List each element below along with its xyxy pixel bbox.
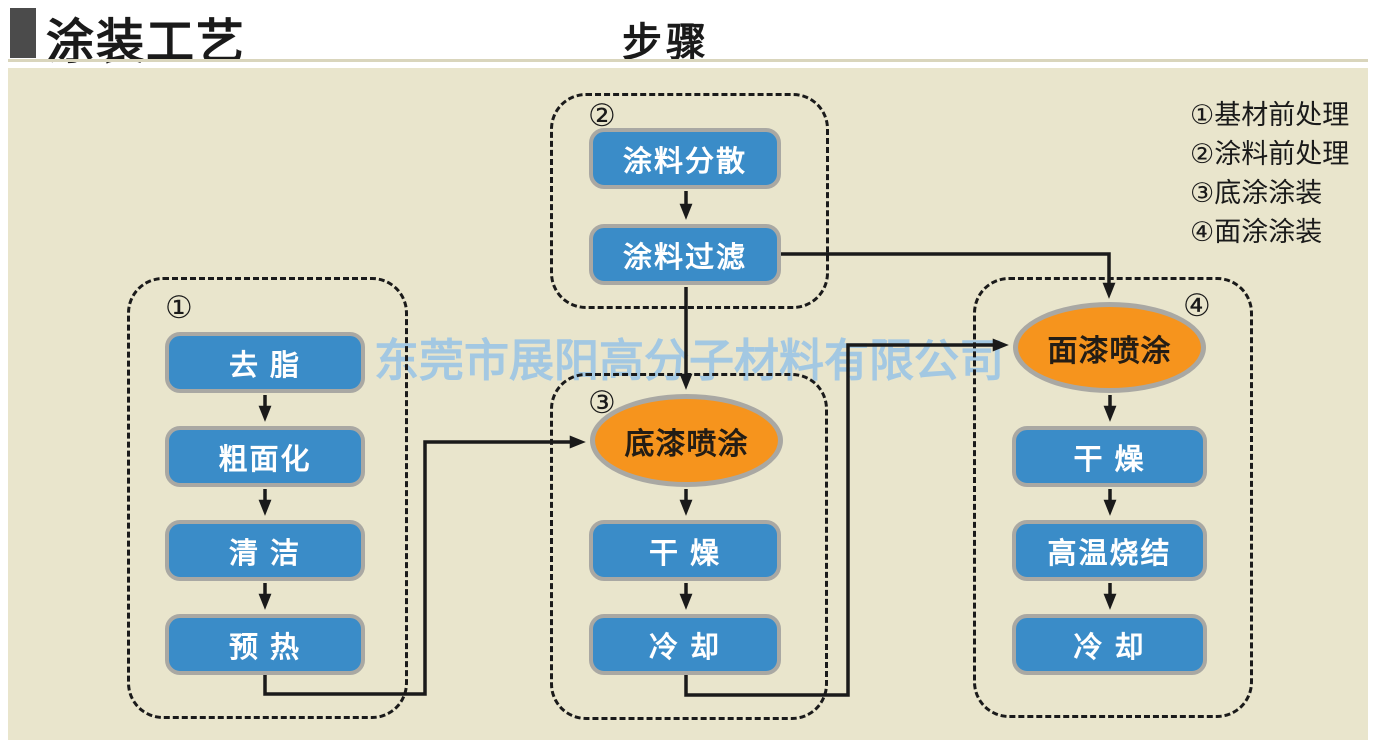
group-1-number: ① — [165, 290, 193, 325]
step-dry-g3: 干 燥 — [589, 520, 781, 581]
step-degrease: 去 脂 — [165, 332, 365, 393]
legend-item-paint-pretreatment: ②涂料前处理 — [1190, 139, 1350, 169]
step-high-temp-sinter: 高温烧结 — [1012, 520, 1207, 581]
group-4-topcoat-coating — [973, 277, 1253, 718]
legend-item-substrate-pretreatment: ①基材前处理 — [1190, 100, 1350, 130]
step-paint-filter: 涂料过滤 — [589, 224, 781, 285]
group-3-number: ③ — [588, 385, 616, 420]
title-accent-bar — [10, 8, 36, 58]
legend: ①基材前处理 ②涂料前处理 ③底涂涂装 ④面涂涂装 — [1190, 96, 1349, 252]
group-4-number: ④ — [1183, 288, 1211, 323]
step-paint-disperse: 涂料分散 — [589, 128, 781, 189]
step-cool-g3: 冷 却 — [589, 614, 781, 675]
group-1-substrate-pretreatment — [127, 277, 408, 719]
step-dry-g4: 干 燥 — [1012, 426, 1207, 487]
connector-cool-to-topcoat — [684, 338, 1009, 697]
legend-item-primer-coating: ③底涂涂装 — [1190, 178, 1323, 208]
group-2-number: ② — [588, 98, 616, 133]
step-roughen: 粗面化 — [165, 426, 365, 487]
connector-filter-to-topcoat — [781, 252, 1116, 299]
header-divider — [8, 59, 1368, 62]
section-label: 步骤 — [622, 21, 710, 65]
step-clean: 清 洁 — [165, 520, 365, 581]
legend-item-topcoat-coating: ④面涂涂装 — [1190, 217, 1323, 247]
step-primer-spray: 底漆喷涂 — [590, 394, 783, 487]
connector-preheat-to-primerspray — [263, 435, 586, 696]
step-cool-g4: 冷 却 — [1012, 614, 1207, 675]
step-topcoat-spray: 面漆喷涂 — [1013, 302, 1206, 393]
group-2-paint-pretreatment — [550, 93, 829, 309]
step-preheat: 预 热 — [165, 614, 365, 675]
